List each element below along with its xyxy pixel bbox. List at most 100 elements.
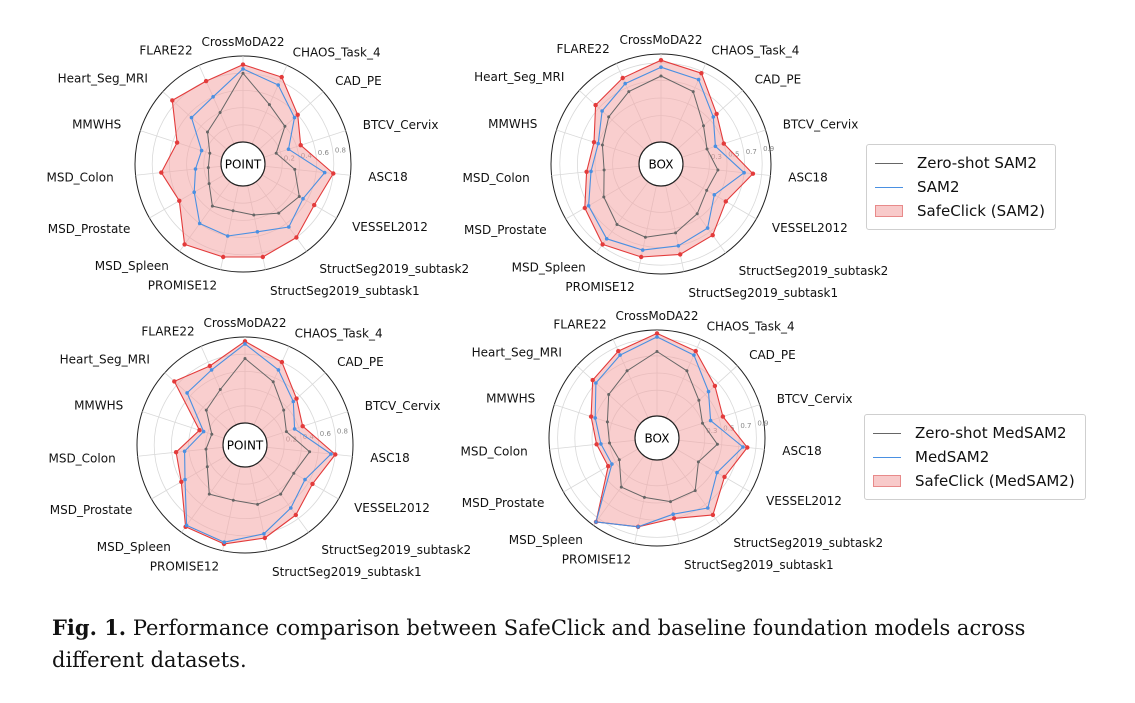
radar-point-baseline — [289, 506, 293, 510]
radar-point-safeclick — [173, 450, 179, 455]
radar-point-zero-shot — [282, 408, 286, 412]
radar-point-zero-shot — [702, 124, 705, 128]
radar-tick-label: 0.6 — [318, 149, 330, 157]
radar-category-label: FLARE22 — [141, 325, 194, 339]
legend-entry-safeclick: SafeClick (SAM2) — [875, 199, 1045, 223]
radar-point-baseline — [715, 470, 719, 475]
radar-category-label: CHAOS_Task_4 — [711, 44, 799, 58]
radar-point-baseline — [706, 506, 710, 510]
radar-point-baseline — [292, 427, 297, 431]
radar-point-zero-shot — [602, 195, 606, 199]
legend-medsam2: Zero-shot MedSAM2 MedSAM2 SafeClick (Med… — [864, 414, 1086, 500]
radar-series-zero-shot — [207, 72, 300, 216]
radar-point-zero-shot — [204, 408, 208, 412]
radar-point-baseline — [596, 141, 600, 146]
radar-point-baseline — [600, 109, 604, 113]
radar-point-zero-shot — [283, 124, 287, 128]
radar-point-zero-shot — [210, 432, 214, 436]
radar-point-safeclick — [197, 428, 202, 433]
radar-point-baseline — [594, 520, 598, 524]
radar-point-zero-shot — [705, 147, 709, 151]
radar-point-safeclick — [182, 242, 187, 247]
figure-caption-label: Fig. 1. — [52, 615, 127, 640]
radar-category-label: MSD_Colon — [46, 171, 113, 185]
radar-category-label: ASC18 — [368, 170, 407, 184]
radar-point-safeclick — [170, 98, 175, 103]
radar-point-safeclick — [221, 254, 226, 260]
radar-point-safeclick — [710, 233, 715, 238]
radar-series-zero-shot — [205, 358, 311, 505]
legend-label-safeclick-med: SafeClick (MedSAM2) — [915, 472, 1075, 490]
radar-point-zero-shot — [605, 420, 609, 424]
radar-point-zero-shot — [691, 90, 695, 94]
radar-category-label: BTCV_Cervix — [365, 399, 441, 413]
radar-point-zero-shot — [697, 398, 701, 402]
radar-point-zero-shot — [619, 485, 623, 489]
radar-point-zero-shot — [271, 380, 275, 384]
legend-swatch-safeclick-med — [873, 475, 901, 487]
radar-point-safeclick — [620, 75, 625, 81]
radar-category-label: CAD_PE — [337, 355, 384, 369]
radar-point-baseline — [671, 512, 675, 516]
radar-category-label: PROMISE12 — [562, 552, 631, 566]
radar-point-safeclick — [260, 254, 265, 260]
radar-category-label: BTCV_Cervix — [363, 118, 439, 132]
radar-point-safeclick — [693, 348, 698, 354]
radar-point-zero-shot — [607, 393, 611, 396]
radar-category-label: MSD_Colon — [462, 171, 529, 185]
radar-category-label: MSD_Colon — [48, 452, 115, 466]
radar-point-baseline — [182, 449, 187, 454]
radar-point-baseline — [193, 167, 198, 171]
radar-chart-box-medsam2: 0.30.50.70.9BOXCrossMoDA22CHAOS_Task_4CA… — [460, 309, 883, 572]
radar-center-disk — [638, 141, 684, 187]
radar-point-zero-shot — [218, 388, 222, 391]
radar-point-baseline — [292, 115, 297, 120]
radar-category-label: FLARE22 — [139, 44, 192, 58]
radar-point-safeclick — [203, 78, 209, 84]
radar-point-baseline — [322, 170, 327, 175]
radar-category-label: BTCV_Cervix — [777, 392, 853, 406]
radar-center-label: BOX — [649, 158, 674, 172]
radar-point-baseline — [708, 418, 713, 423]
legend-swatch-zero-shot-med — [873, 432, 901, 434]
radar-category-label: ASC18 — [782, 444, 821, 458]
radar-category-label: Heart_Seg_MRI — [474, 70, 564, 84]
radar-category-label: MMWHS — [74, 398, 123, 412]
radar-category-label: StructSeg2019_subtask1 — [272, 565, 422, 579]
radar-point-zero-shot — [705, 188, 709, 192]
radar-category-label: MSD_Spleen — [509, 533, 583, 547]
radar-category-label: CrossMoDA22 — [615, 309, 698, 323]
radar-category-label: PROMISE12 — [148, 278, 217, 292]
radar-tick-label: 0.9 — [757, 419, 768, 427]
radar-category-label: CrossMoDA22 — [203, 316, 286, 330]
radar-category-label: CHAOS_Task_4 — [293, 46, 381, 60]
radar-point-safeclick — [331, 171, 336, 176]
radar-point-zero-shot — [695, 212, 699, 216]
radar-point-zero-shot — [293, 167, 297, 171]
radar-point-safeclick — [639, 254, 644, 260]
figure-caption-text: Performance comparison between SafeClick… — [52, 616, 1026, 672]
radar-point-baseline — [192, 190, 196, 194]
radar-point-baseline — [594, 381, 598, 385]
radar-point-zero-shot — [608, 441, 611, 445]
radar-point-baseline — [241, 67, 245, 71]
radar-point-baseline — [243, 342, 247, 346]
radar-point-safeclick — [294, 235, 299, 240]
radar-point-safeclick — [699, 71, 704, 76]
radar-point-safeclick — [588, 414, 594, 419]
radar-point-safeclick — [312, 202, 317, 208]
radar-center-label: POINT — [225, 158, 262, 172]
radar-category-label: Heart_Seg_MRI — [472, 345, 562, 359]
legend-sam2: Zero-shot SAM2 SAM2 SafeClick (SAM2) — [866, 144, 1056, 230]
radar-point-zero-shot — [207, 182, 211, 186]
legend-label-safeclick: SafeClick (SAM2) — [917, 202, 1045, 220]
legend-label-zero-shot: Zero-shot SAM2 — [917, 154, 1037, 172]
radar-point-baseline — [706, 389, 711, 394]
radar-category-label: MSD_Prostate — [462, 496, 545, 510]
radar-point-baseline — [199, 148, 204, 153]
radar-category-label: StructSeg2019_subtask2 — [739, 264, 889, 278]
radar-point-safeclick — [159, 170, 164, 175]
radar-point-safeclick — [179, 479, 184, 484]
radar-category-label: ASC18 — [370, 451, 409, 465]
radar-point-safeclick — [177, 198, 182, 203]
